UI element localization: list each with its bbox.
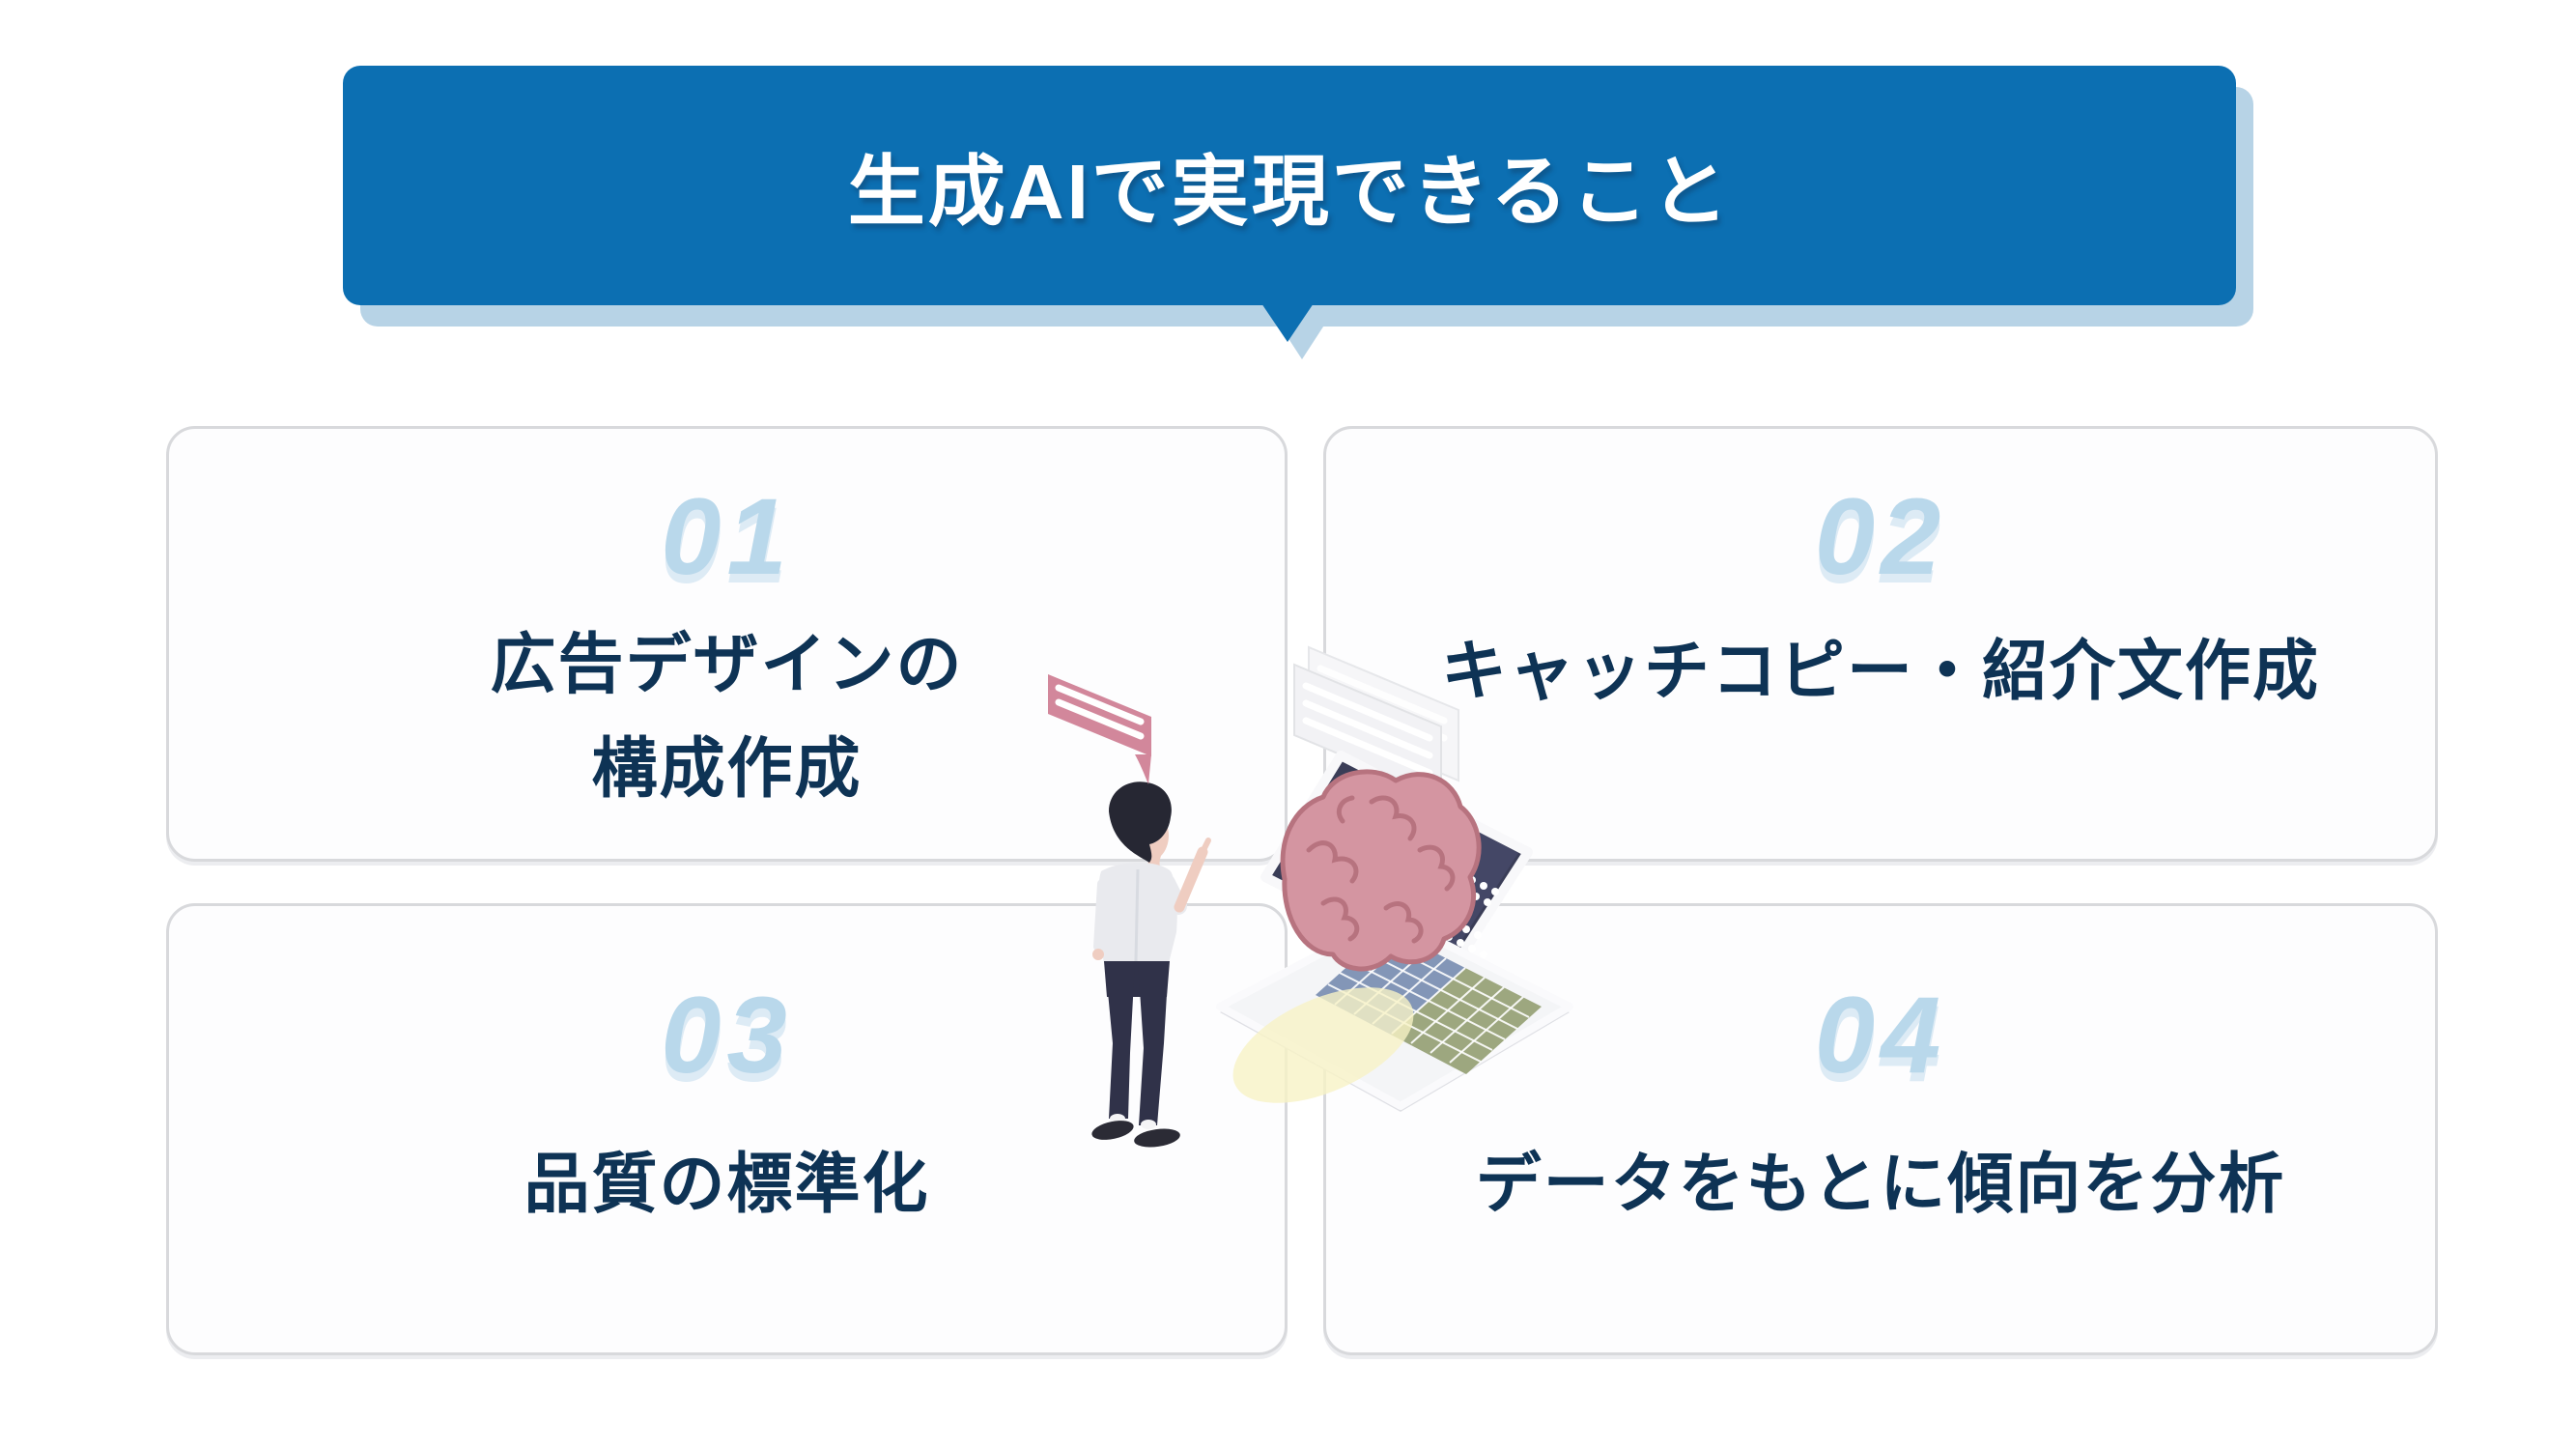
card-text-04: データをもとに傾向を分析 [1475, 1148, 2286, 1221]
card-ad-design: 01 広告デザインの 構成作成 [166, 426, 1288, 862]
card-catch-copy: 02 キャッチコピー・紹介文作成 [1323, 426, 2438, 862]
card-number-04: 04 [1814, 975, 1947, 1095]
brain-icon [1280, 769, 1482, 972]
card-text-01: 広告デザインの 構成作成 [169, 612, 1285, 821]
page-title: 生成AIで実現できること [847, 149, 1732, 235]
card-text-01-line2: 構成作成 [591, 732, 863, 806]
card-number-03: 03 [661, 975, 793, 1095]
person-illustration [1091, 781, 1211, 1148]
card-text-01-line1: 広告デザインの [490, 628, 964, 701]
documents-icon [1293, 645, 1459, 799]
banner-pointer-icon [1261, 303, 1314, 342]
title-banner: 生成AIで実現できること [343, 66, 2236, 305]
center-illustration [1048, 645, 1573, 1148]
card-number-02: 02 [1814, 476, 1947, 597]
speech-bubble-icon [1048, 674, 1151, 784]
card-text-03: 品質の標準化 [524, 1148, 930, 1221]
card-text-02: キャッチコピー・紹介文作成 [1440, 635, 2320, 708]
card-number-01: 01 [661, 476, 793, 597]
